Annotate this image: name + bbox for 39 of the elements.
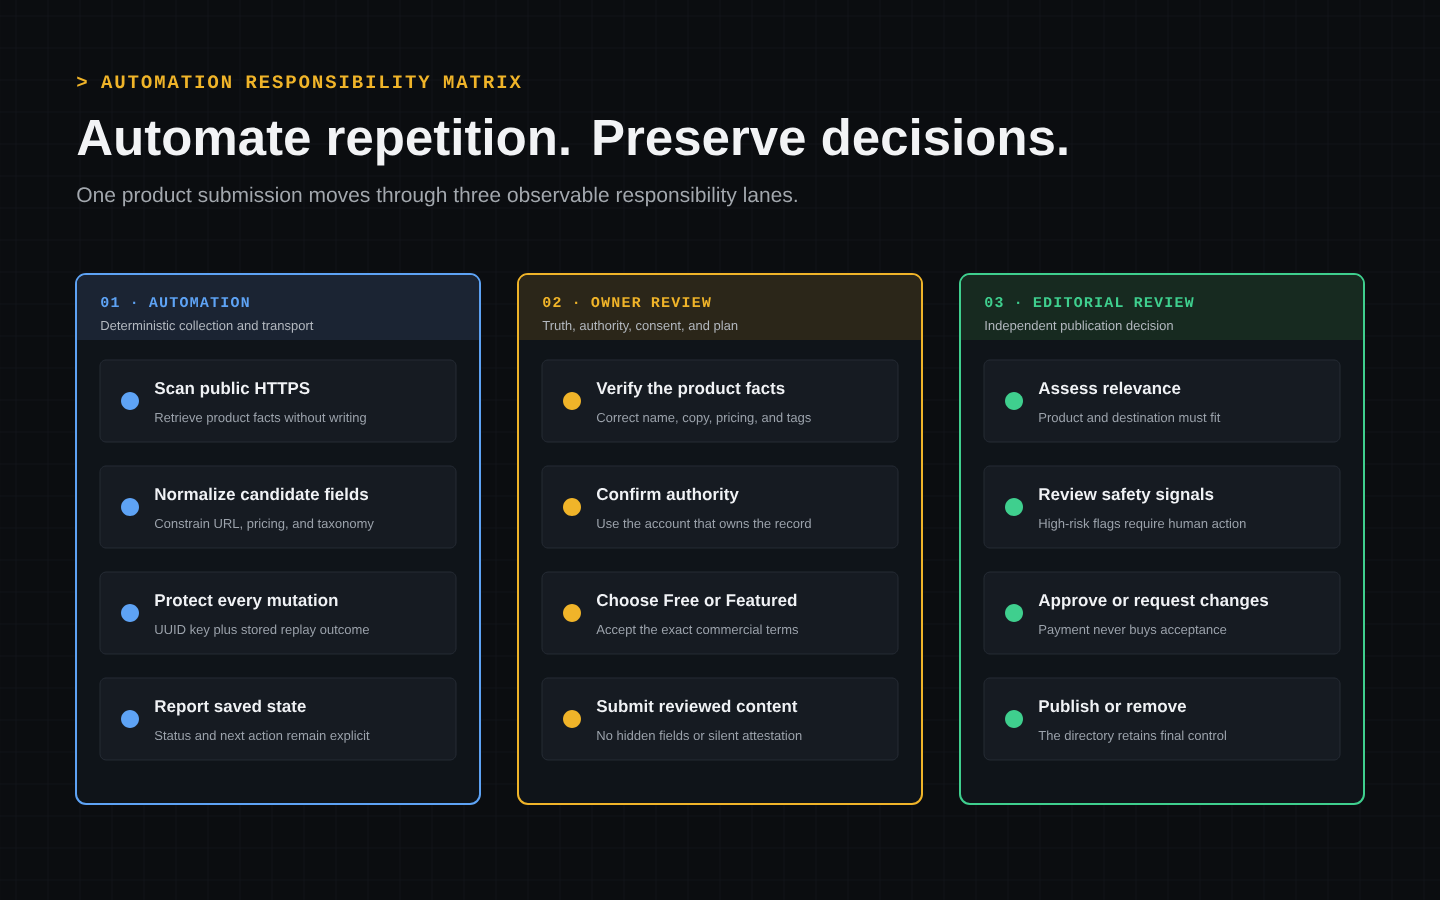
step-description: No hidden fields or silent attestation <box>597 730 802 741</box>
step-description: Product and destination must fit <box>1039 412 1221 423</box>
subtitle: One product submission moves through three observable responsibility lanes. <box>77 186 797 207</box>
step-title: Confirm authority <box>596 487 739 504</box>
step-description: The directory retains final control <box>1038 730 1226 743</box>
step-description: Correct name, copy, pricing, and tags <box>596 412 811 425</box>
step-card <box>541 359 899 443</box>
step-card <box>99 465 457 549</box>
step-title: Approve or request changes <box>1038 593 1269 610</box>
step-title: Protect every mutation <box>155 593 338 610</box>
step-card <box>99 359 457 443</box>
page-title: Automate repetition. Preserve decisions. <box>77 118 1067 166</box>
step-card <box>541 571 899 655</box>
eyebrow-label: > AUTOMATION RESPONSIBILITY MATRIX <box>77 75 521 89</box>
step-title: Assess relevance <box>1038 381 1181 395</box>
step-card <box>983 465 1341 549</box>
step-description: High-risk flags require human action <box>1039 518 1246 531</box>
step-description: Retrieve product facts without writing <box>155 412 366 425</box>
step-description: UUID key plus stored replay outcome <box>155 624 369 637</box>
step-title: Review safety signals <box>1039 487 1214 504</box>
step-description: Payment never buys acceptance <box>1039 624 1227 637</box>
step-title: Submit reviewed content <box>596 699 798 713</box>
step-card <box>541 677 899 761</box>
step-title: Report saved state <box>155 699 306 716</box>
step-description: Constrain URL, pricing, and taxonomy <box>154 518 374 531</box>
step-card <box>983 359 1341 443</box>
step-card <box>99 677 457 761</box>
step-title: Verify the product facts <box>596 381 785 398</box>
step-description: Use the account that owns the record <box>597 518 811 529</box>
step-description: Accept the exact commercial terms <box>596 624 799 637</box>
step-card <box>541 465 899 549</box>
step-title: Scan public HTTPS <box>154 381 310 398</box>
step-title: Normalize candidate fields <box>155 487 368 501</box>
step-card <box>983 571 1341 655</box>
step-title: Choose Free or Featured <box>596 593 797 607</box>
step-description: Status and next action remain explicit <box>154 730 370 743</box>
step-title: Publish or remove <box>1039 699 1186 713</box>
step-card <box>983 677 1341 761</box>
step-card <box>99 571 457 655</box>
